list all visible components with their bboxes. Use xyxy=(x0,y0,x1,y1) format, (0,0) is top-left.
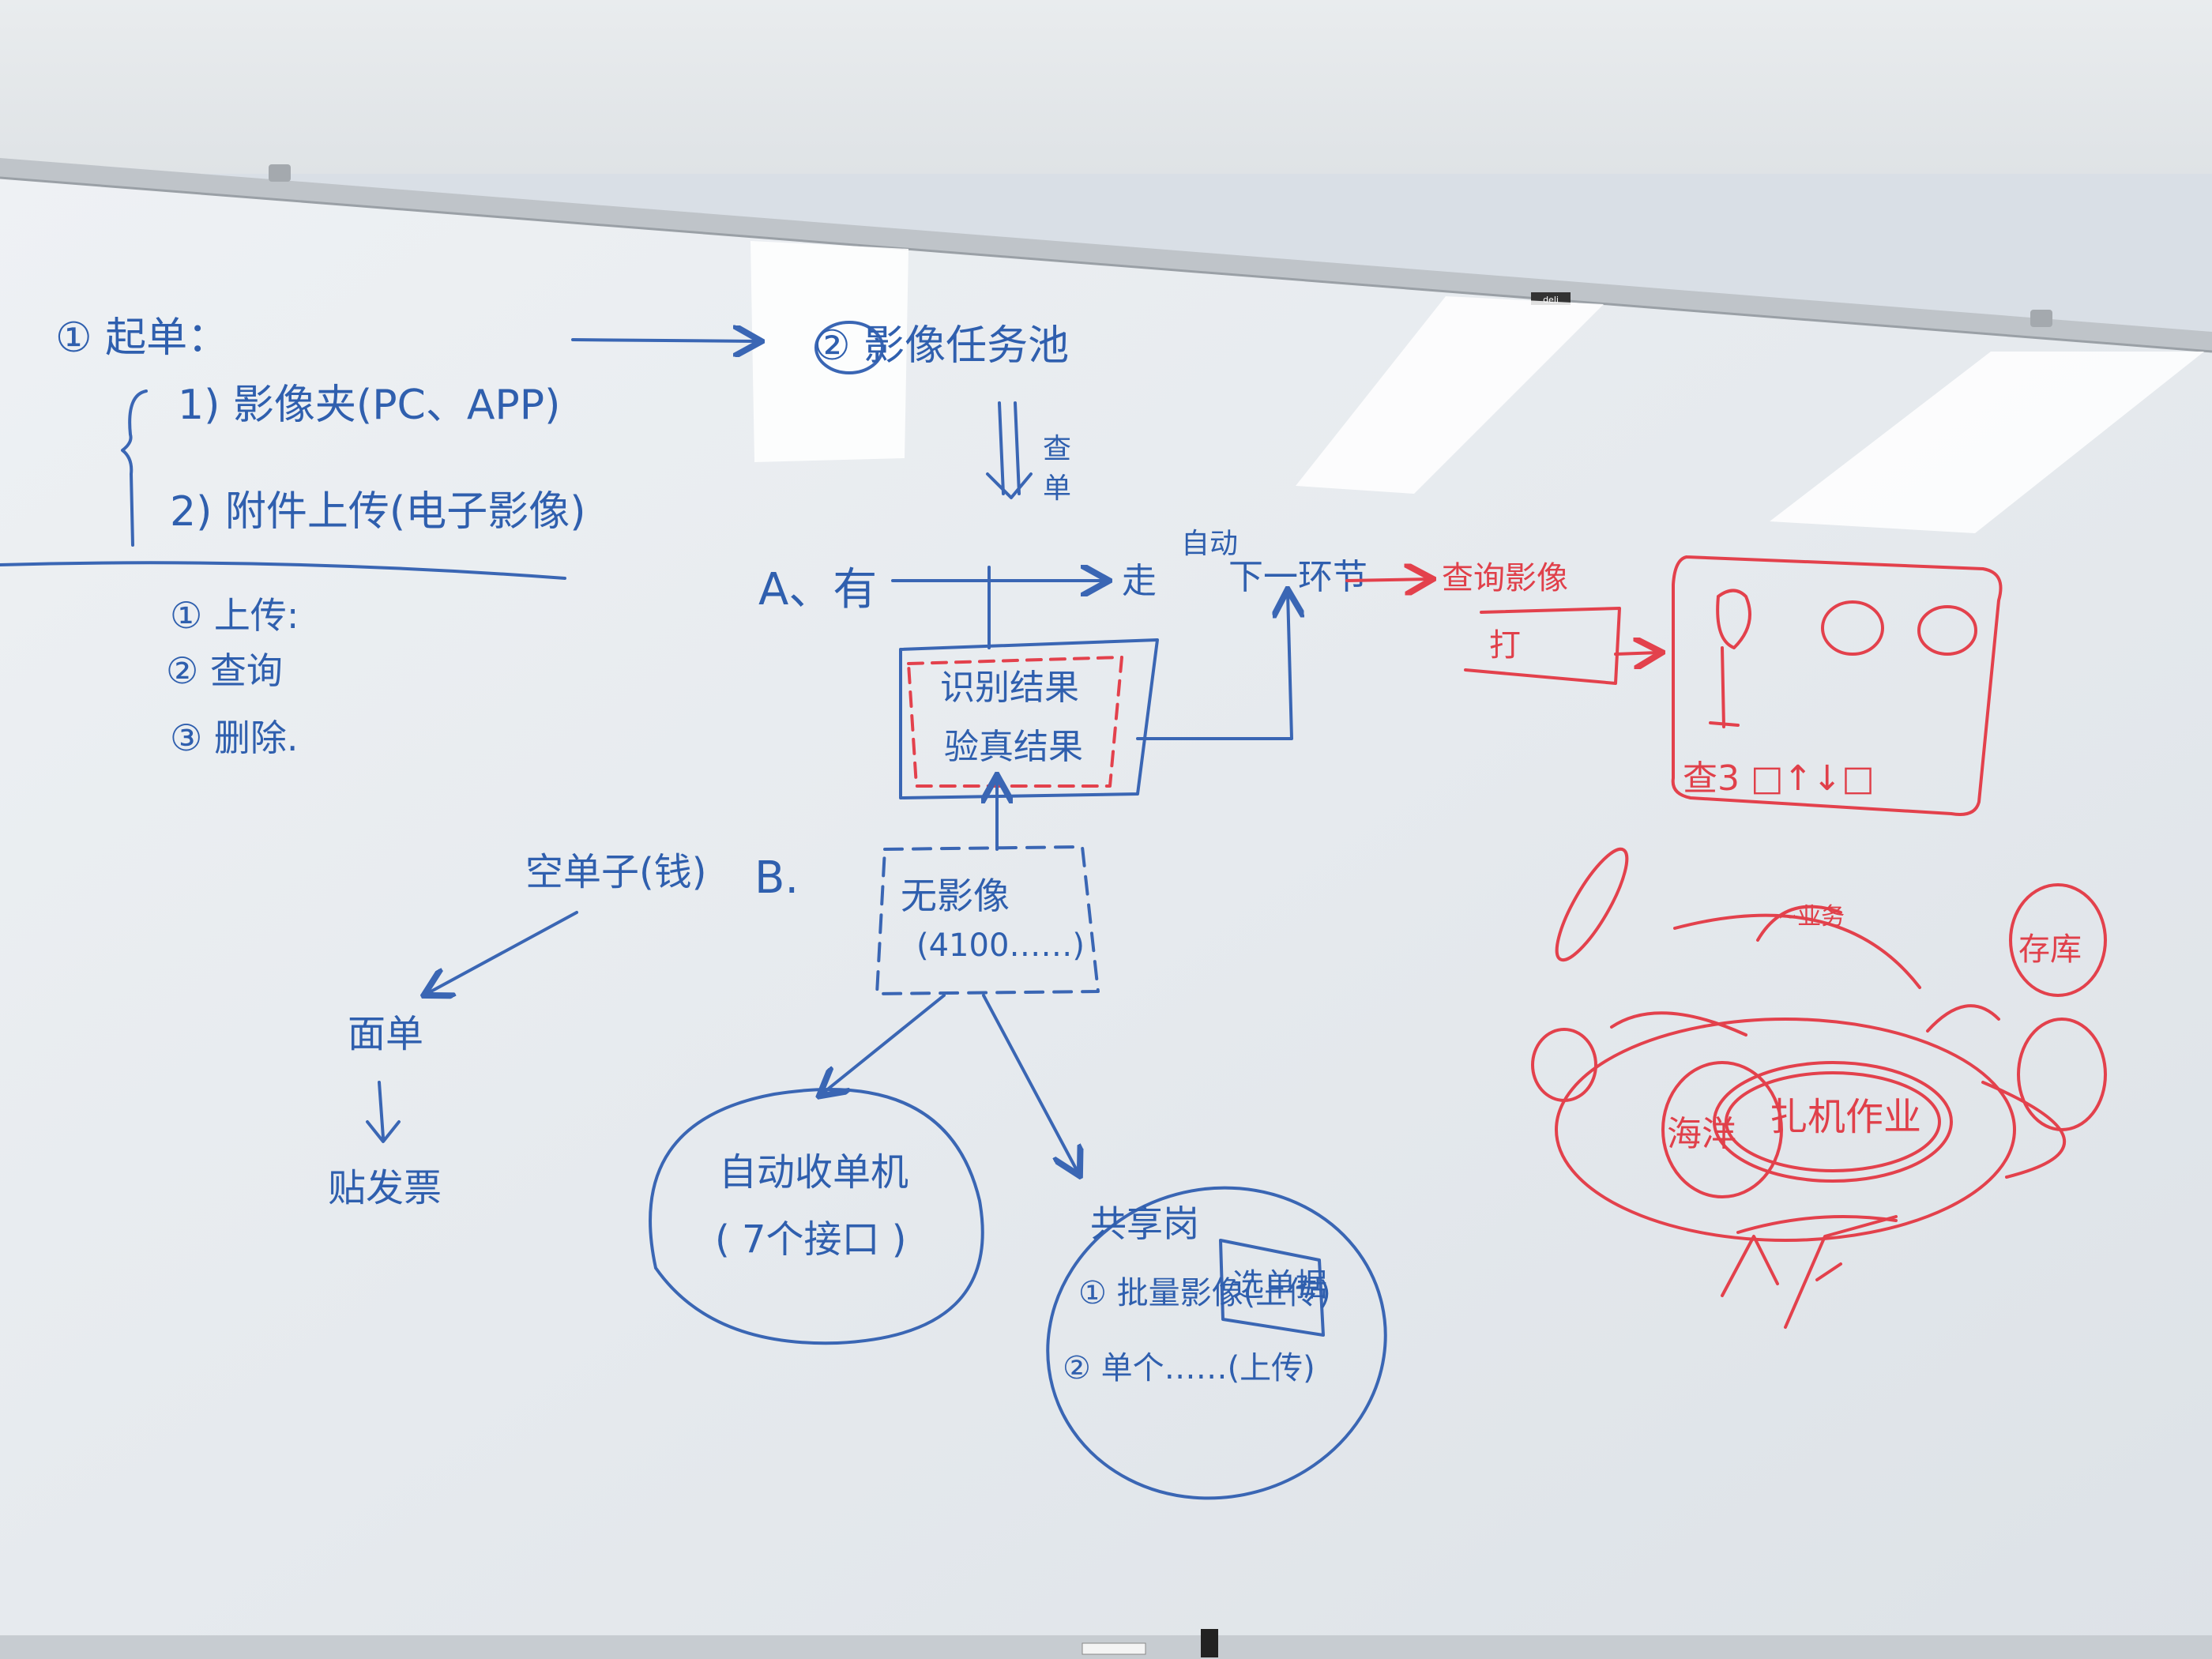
result-box-dashed xyxy=(907,656,1123,788)
red-connector xyxy=(1709,646,1740,728)
red-query-text: 查询影像 xyxy=(1442,560,1568,596)
go-text: 走 xyxy=(1122,561,1157,601)
red-top-right-circle xyxy=(2009,883,2107,997)
note-attachment-upload: 2) 附件上传(电子影像) xyxy=(170,488,585,536)
arrow-to-pool xyxy=(571,340,758,341)
red-right-text: 存库 xyxy=(2018,931,2082,968)
red-bottom-text: 查3 □↑↓□ xyxy=(1683,758,1875,799)
select-docs-text: 选单据 xyxy=(1232,1267,1327,1304)
arrow-to-auto-collect xyxy=(822,994,946,1094)
branch-b-label: B. xyxy=(754,852,799,904)
light-reflection xyxy=(1296,296,1604,494)
red-circle-3 xyxy=(1917,605,1977,656)
red-scribble-arrows xyxy=(1721,1215,1898,1329)
note-query: ② 查询 xyxy=(166,649,283,692)
red-scribble-oval xyxy=(1555,847,1629,962)
face-order-text: 面单 xyxy=(348,1012,423,1056)
image-task-pool: ② 影像任务池 xyxy=(814,322,1069,370)
light-reflection xyxy=(1770,352,2204,533)
result-box xyxy=(899,638,1159,799)
red-box-text: 打 xyxy=(1489,627,1521,664)
arrow-result-to-next xyxy=(1136,592,1292,740)
red-arrow-to-frame xyxy=(1614,653,1659,654)
curly-brace xyxy=(121,389,148,547)
step2-circle xyxy=(814,321,884,374)
divider-line xyxy=(0,561,566,580)
red-arrow-query xyxy=(1345,579,1430,581)
eraser xyxy=(1082,1642,1146,1655)
red-scribble-lines xyxy=(1610,905,2067,1234)
pool-side-label-1: 查 xyxy=(1043,433,1071,465)
red-left-circle xyxy=(1661,1061,1783,1198)
no-image-box xyxy=(875,845,1100,995)
red-top-text: ~业务 xyxy=(1778,903,1845,931)
note-upload: ① 上传: xyxy=(170,594,299,637)
auto-collector-text: 自动收单机 xyxy=(719,1150,908,1194)
auto-collector-ellipse xyxy=(649,1088,984,1345)
double-down-arrow xyxy=(986,401,1033,499)
single-upload-text: ② 单个……(上传) xyxy=(1063,1350,1315,1386)
board-top-frame xyxy=(0,158,2212,352)
red-center-ellipse xyxy=(1713,1061,1953,1183)
select-docs-box xyxy=(1219,1239,1325,1337)
batch-image-text: ① 批量影像(上传) xyxy=(1078,1275,1331,1311)
no-image-sub: (4100……) xyxy=(916,927,1085,964)
red-center-ellipse-inner xyxy=(1725,1071,1941,1172)
verification-result: 验真结果 xyxy=(944,727,1083,767)
interfaces-text: ( 7个接口 ) xyxy=(715,1217,907,1262)
note-image-folder: 1) 影像夹(PC、APP) xyxy=(178,382,560,429)
paste-invoice-text: 贴发票 xyxy=(328,1166,442,1210)
branch-a-label: A、有 xyxy=(758,564,877,615)
board-clip xyxy=(2030,310,2052,327)
arrow-to-shared-post xyxy=(982,994,1078,1173)
red-circle-2 xyxy=(1821,600,1884,656)
arrow-to-face-order xyxy=(427,911,578,994)
red-center-text: 扎机作业 xyxy=(1770,1095,1921,1139)
light-reflection xyxy=(750,241,908,462)
whiteboard-surface xyxy=(0,166,2212,1659)
red-small-box xyxy=(1464,607,1621,685)
empty-order-text: 空单子(钱) xyxy=(525,850,706,894)
red-outer-ellipse xyxy=(1555,1018,2016,1242)
next-step-text: 下一环节 xyxy=(1228,557,1367,597)
note-start-order: ① 起单： xyxy=(55,314,228,362)
board-clip xyxy=(269,164,291,182)
no-image-text: 无影像 xyxy=(901,875,1010,917)
arrow-to-invoice xyxy=(366,1081,401,1143)
red-rounded-frame xyxy=(1671,555,2003,816)
red-left-text: 海洋 xyxy=(1667,1114,1736,1154)
auto-text: 自动 xyxy=(1181,528,1238,560)
note-delete: ③ 删除. xyxy=(170,717,298,759)
red-shape-1 xyxy=(1716,589,1751,649)
pool-side-label-2: 单 xyxy=(1043,472,1071,505)
shared-post-title: 共享岗 xyxy=(1090,1202,1199,1245)
shared-post-ellipse xyxy=(1046,1186,1387,1500)
wall xyxy=(0,0,2212,174)
recognition-result: 识别结果 xyxy=(940,668,1079,708)
marker xyxy=(1201,1629,1218,1657)
